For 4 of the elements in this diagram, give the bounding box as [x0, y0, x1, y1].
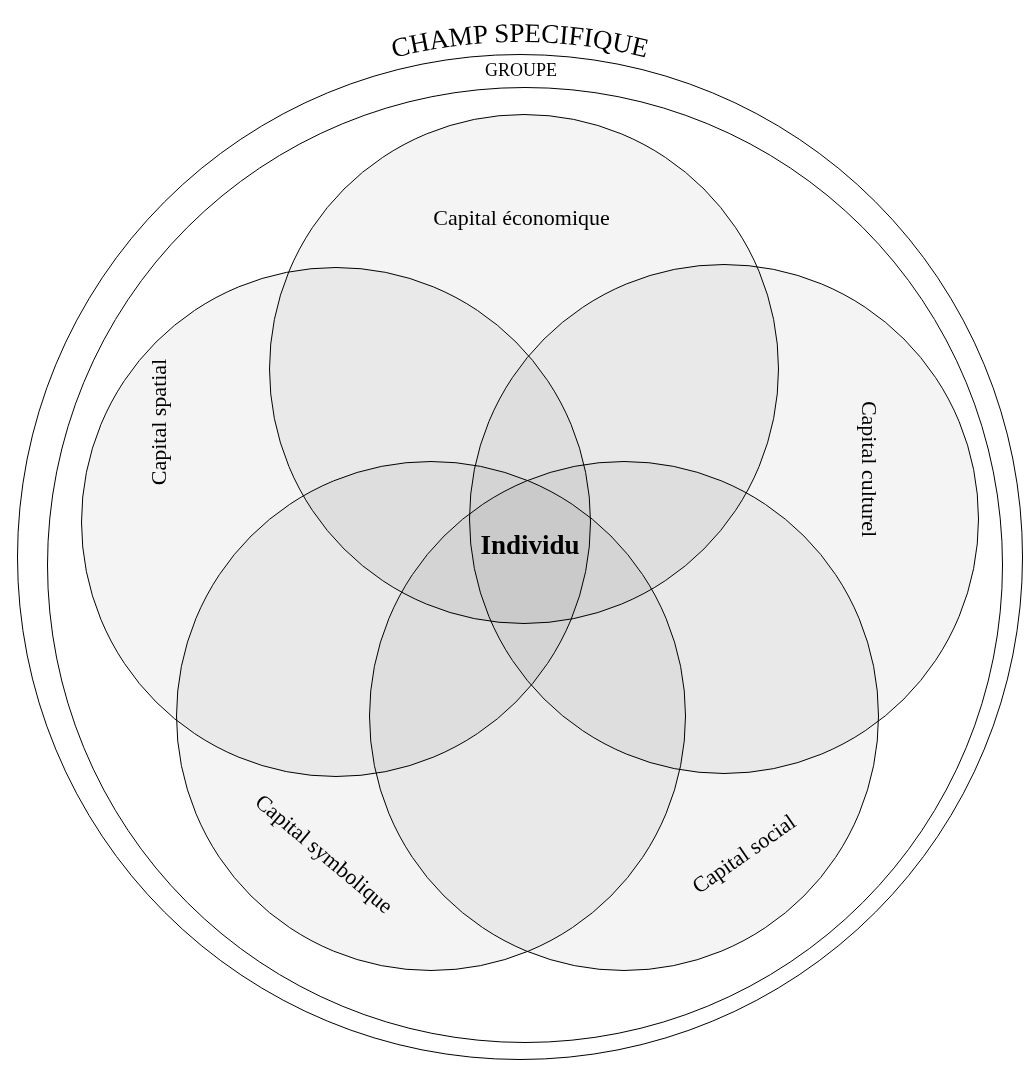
circle-label: Capital spatial — [145, 358, 172, 485]
center-label: Individu — [480, 529, 580, 561]
circle-label: Capital culturel — [855, 400, 882, 537]
circle-label: Capital économique — [433, 204, 610, 231]
